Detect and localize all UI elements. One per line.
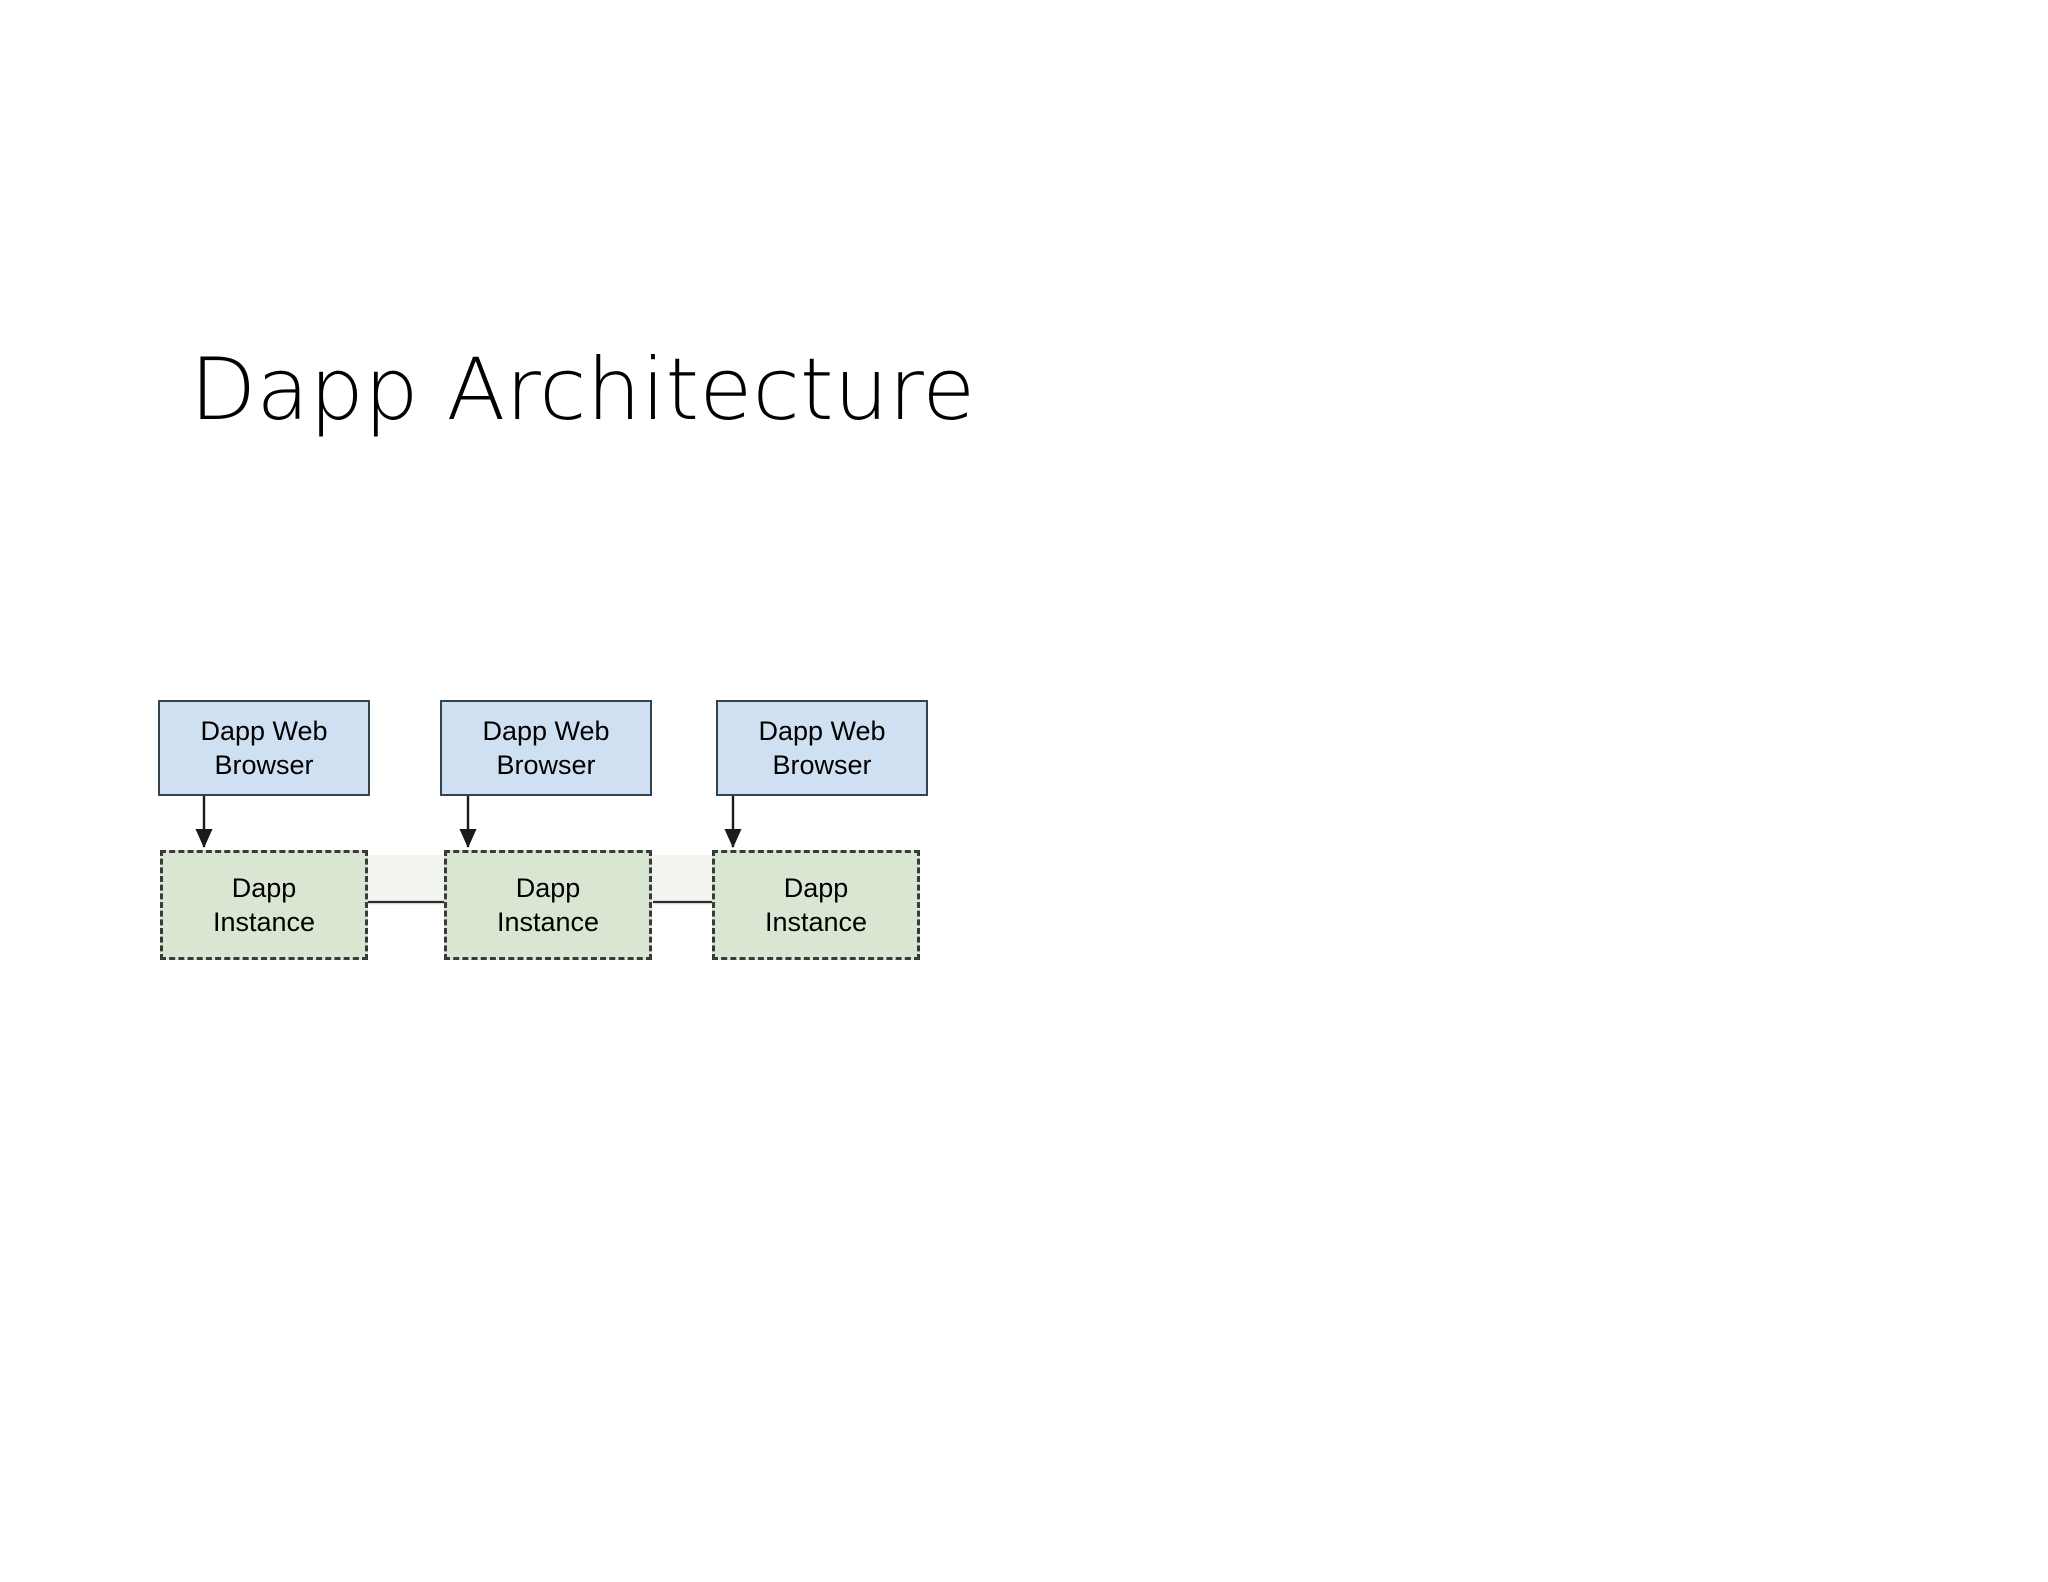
- node-label-line2: Browser: [772, 750, 872, 780]
- node-label-line2: Instance: [496, 907, 600, 937]
- node-label-line1: Dapp: [515, 873, 581, 903]
- dapp-architecture-diagram: Dapp Web Browser Dapp Web Browser Dapp W…: [150, 690, 950, 990]
- node-label-line1: Dapp Web: [200, 716, 328, 746]
- node-label-line1: Dapp: [783, 873, 849, 903]
- node-label-line2: Instance: [212, 907, 316, 937]
- node-label-line2: Browser: [496, 750, 596, 780]
- node-label-line2: Browser: [214, 750, 314, 780]
- node-dapp-web-browser-2[interactable]: Dapp Web Browser: [440, 700, 652, 796]
- node-label-line1: Dapp Web: [758, 716, 886, 746]
- node-label-line2: Instance: [764, 907, 868, 937]
- node-label-line1: Dapp: [231, 873, 297, 903]
- node-label-line1: Dapp Web: [482, 716, 610, 746]
- node-dapp-instance-3[interactable]: Dapp Instance: [712, 850, 920, 960]
- page-title: Dapp Architecture: [190, 340, 976, 440]
- node-dapp-instance-2[interactable]: Dapp Instance: [444, 850, 652, 960]
- node-dapp-instance-1[interactable]: Dapp Instance: [160, 850, 368, 960]
- node-dapp-web-browser-1[interactable]: Dapp Web Browser: [158, 700, 370, 796]
- node-dapp-web-browser-3[interactable]: Dapp Web Browser: [716, 700, 928, 796]
